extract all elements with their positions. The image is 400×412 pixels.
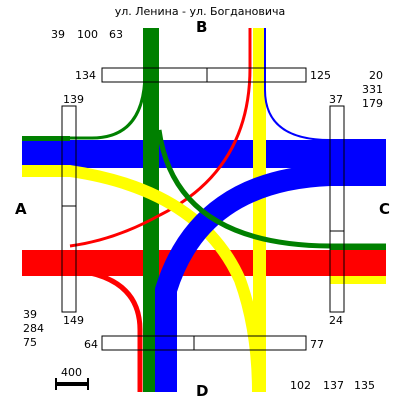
count-right-bar-bottom: 24 — [329, 314, 343, 327]
count-left-bottom-2: 284 — [23, 322, 44, 335]
count-right-top-3: 179 — [362, 97, 383, 110]
count-box-bottom — [101, 335, 307, 351]
count-bottom-right-2: 137 — [323, 379, 344, 392]
scale-bar-tick-left — [55, 378, 57, 390]
count-box-right — [329, 105, 345, 313]
count-box-left — [61, 105, 77, 313]
count-box-top — [101, 67, 307, 83]
count-bottom-right-1: 102 — [290, 379, 311, 392]
flow-green-turn-north-east — [156, 129, 386, 249]
direction-south: D — [196, 382, 209, 400]
count-top-left-2: 100 — [77, 28, 98, 41]
flow-red-turn-west-south — [22, 268, 143, 392]
count-right-top-2: 331 — [362, 83, 383, 96]
count-bottom-bar-left: 64 — [84, 338, 98, 351]
scale-bar-tick-right — [87, 378, 89, 390]
count-right-top-1: 20 — [369, 69, 383, 82]
count-left-bottom-1: 39 — [23, 308, 37, 321]
flow-green-turn-north-west — [22, 71, 147, 140]
flow-yellow-turn-west-south — [22, 165, 264, 393]
count-top-left-3: 63 — [109, 28, 123, 41]
count-bottom-bar-right: 77 — [310, 338, 324, 351]
diagram-title: ул. Ленина - ул. Богдановича — [114, 5, 286, 18]
count-bottom-right-3: 135 — [354, 379, 375, 392]
count-left-bottom-3: 75 — [23, 336, 37, 349]
lane-yellow-vertical — [253, 28, 266, 392]
count-left-bar-bottom: 149 — [63, 314, 84, 327]
count-top-bar-left: 134 — [75, 69, 96, 82]
flow-blue-turn-south-east — [155, 164, 386, 392]
scale-label: 400 — [61, 366, 82, 379]
direction-west: A — [15, 200, 27, 218]
count-top-bar-right: 125 — [310, 69, 331, 82]
count-right-bar-top: 37 — [329, 93, 343, 106]
count-top-left-1: 39 — [51, 28, 65, 41]
count-left-bar-top: 139 — [63, 93, 84, 106]
flow-blue-turn-north-east — [264, 28, 386, 141]
lane-yellow-horizontal-right — [330, 276, 386, 284]
lane-blue-horizontal — [22, 140, 386, 168]
direction-north: B — [196, 18, 208, 36]
scale-bar — [55, 382, 89, 386]
direction-east: C — [379, 200, 391, 218]
